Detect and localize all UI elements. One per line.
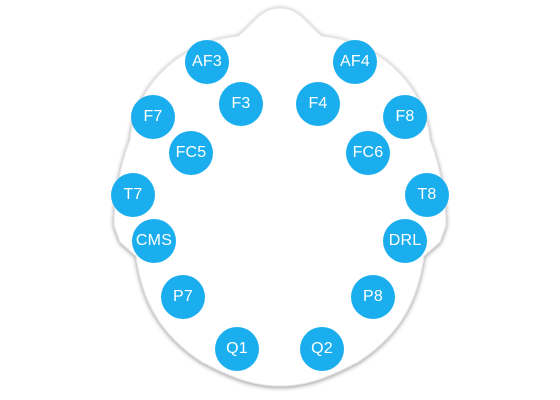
electrode-f4[interactable]: F4 [296, 82, 340, 126]
electrode-f3[interactable]: F3 [219, 82, 263, 126]
electrode-fc5[interactable]: FC5 [169, 131, 213, 175]
electrode-t8[interactable]: T8 [405, 173, 449, 217]
electrode-af3[interactable]: AF3 [185, 40, 229, 84]
electrode-q2[interactable]: Q2 [300, 327, 344, 371]
electrode-p8[interactable]: P8 [351, 275, 395, 319]
electrode-f8[interactable]: F8 [383, 95, 427, 139]
electrode-q1[interactable]: Q1 [215, 327, 259, 371]
electrode-af4[interactable]: AF4 [333, 40, 377, 84]
electrode-f7[interactable]: F7 [131, 95, 175, 139]
electrode-drl[interactable]: DRL [383, 219, 427, 263]
head-shape [113, 7, 447, 387]
electrode-fc6[interactable]: FC6 [346, 131, 390, 175]
electrode-cms[interactable]: CMS [132, 219, 176, 263]
electrode-t7[interactable]: T7 [111, 173, 155, 217]
electrode-p7[interactable]: P7 [161, 275, 205, 319]
